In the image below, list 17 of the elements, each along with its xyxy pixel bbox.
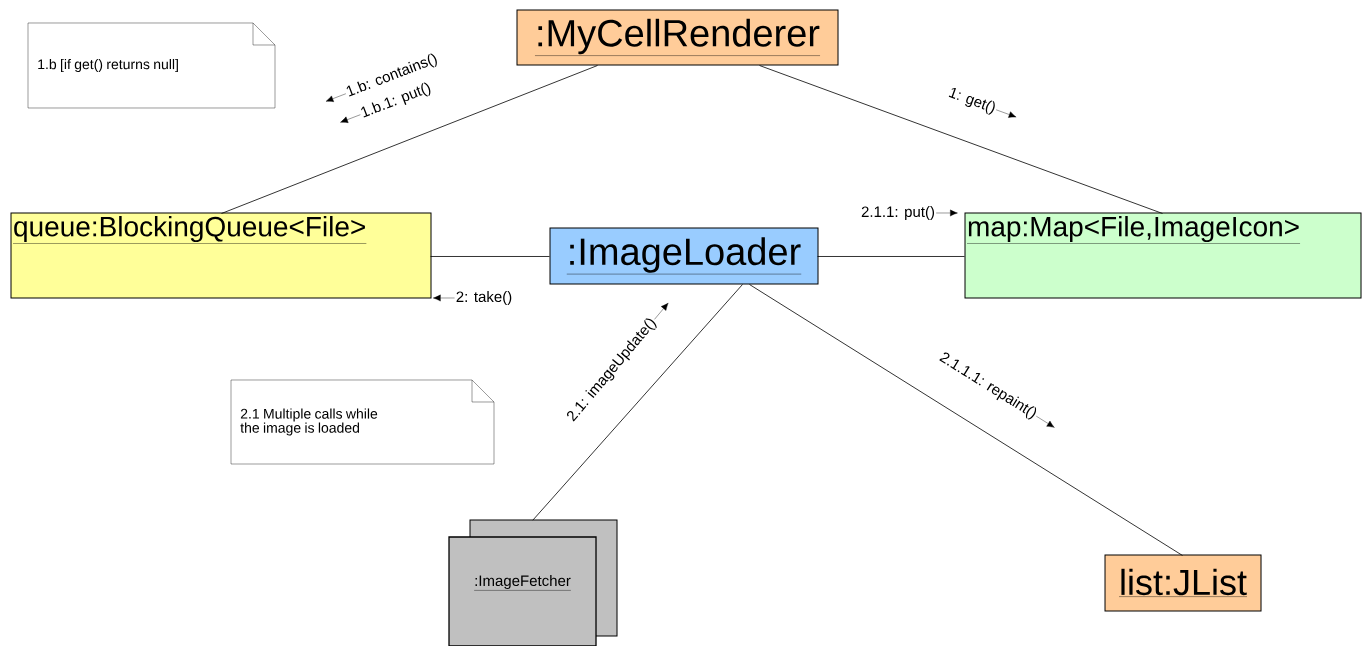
link-line — [430, 256, 550, 257]
class-box: queue:BlockingQueue<File> — [10, 212, 432, 299]
link-line — [759, 65, 1163, 214]
class-box: map:Map<File,ImageIcon> — [964, 212, 1362, 299]
object-box: list:JList — [1104, 554, 1262, 612]
note: 1.b [if get() returns null] — [27, 22, 276, 109]
link-line — [532, 284, 743, 521]
link-line — [749, 284, 1183, 556]
multi-object-box: :ImageFetcher — [448, 519, 618, 646]
link-line — [817, 256, 965, 257]
object-box: :ImageLoader — [549, 227, 819, 285]
message-label: 1: get() — [948, 87, 995, 115]
link-line — [221, 65, 598, 214]
message-label: 2.1.1: put() — [861, 206, 935, 220]
message-label: 2: take() — [456, 291, 512, 305]
object-box: :MyCellRenderer — [516, 9, 839, 66]
note: 2.1 Multiple calls while the image is loaded — [230, 379, 495, 465]
